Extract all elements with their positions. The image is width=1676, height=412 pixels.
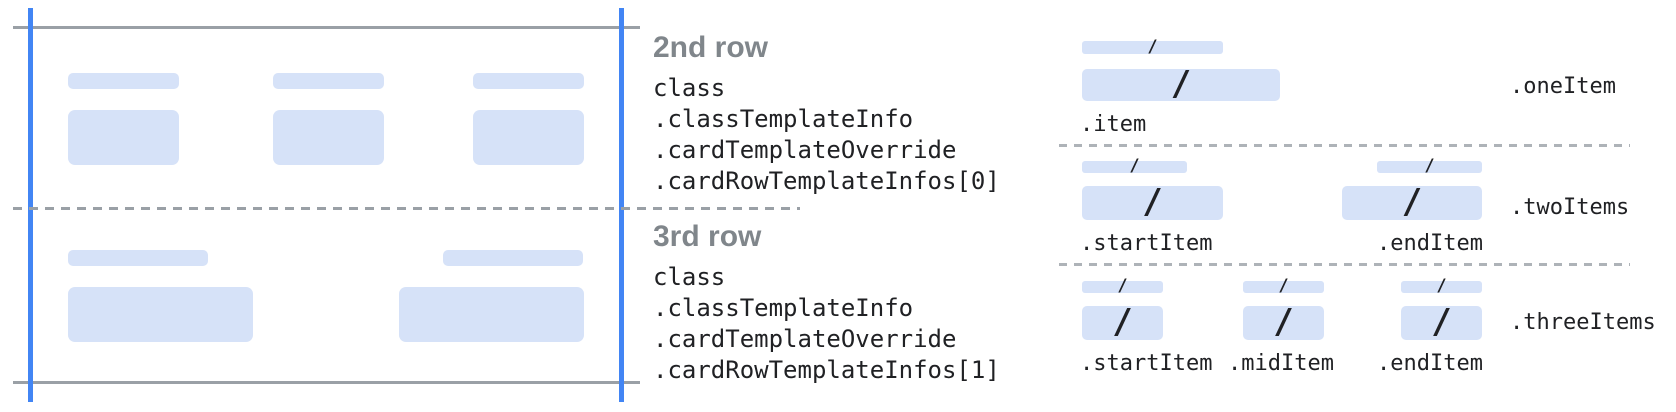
start-item-title-bar: / (1082, 156, 1187, 176)
row2-col3-label-placeholder (473, 73, 584, 89)
row2-col2-label-placeholder (273, 73, 384, 89)
row3-class-path-line: .classTemplateInfo (653, 294, 914, 322)
end-item-field-label: .endItem (1377, 351, 1483, 376)
row2-class-path-line: .cardTemplateOverride (653, 136, 957, 164)
slash-icon: / (1142, 182, 1163, 222)
item-title-bar: / (1082, 37, 1223, 57)
end-item-title-bar: / (1401, 276, 1482, 296)
slash-icon: / (1112, 302, 1133, 342)
layout-divider-dashed-line (1059, 263, 1630, 266)
slash-icon: / (1278, 276, 1289, 296)
card-top-edge-line (13, 26, 640, 29)
row2-col2-value-placeholder (273, 110, 384, 165)
slash-icon: / (1431, 302, 1452, 342)
row3-col1-label-placeholder (68, 250, 208, 266)
row3-col1-value-placeholder (68, 287, 253, 342)
start-item-field-label: .startItem (1080, 351, 1213, 376)
card-right-edge-line (619, 8, 624, 402)
item-field-label: .item (1080, 112, 1147, 137)
mid-item-field-label: .midItem (1228, 351, 1334, 376)
end-item-body-bar: / (1342, 182, 1482, 222)
row2-col1-value-placeholder (68, 110, 179, 165)
three-items-layout-label: .threeItems (1510, 310, 1656, 335)
slash-icon: / (1401, 182, 1423, 222)
row3-class-path-line: .cardTemplateOverride (653, 325, 957, 353)
start-item-title-bar: / (1082, 276, 1163, 296)
slash-icon: / (1436, 276, 1447, 296)
mid-item-body-bar: / (1243, 302, 1324, 342)
one-item-layout-label: .oneItem (1510, 74, 1616, 99)
row2-annotation: 2nd row class .classTemplateInfo .cardTe… (653, 30, 1000, 197)
row3-class-path-line: class (653, 263, 726, 291)
row2-class-path-line: .cardRowTemplateInfos[0] (653, 167, 1000, 195)
row2-col1-label-placeholder (68, 73, 179, 89)
start-item-body-bar: / (1082, 182, 1223, 222)
start-item-field-label: .startItem (1080, 231, 1213, 256)
row2-col3-value-placeholder (473, 110, 584, 165)
row3-heading: 3rd row (653, 220, 762, 253)
row3-class-path-line: .cardRowTemplateInfos[1] (653, 356, 1000, 384)
two-items-layout-label: .twoItems (1510, 195, 1630, 220)
start-item-body-bar: / (1082, 302, 1163, 342)
end-item-field-label: .endItem (1377, 231, 1483, 256)
slash-icon: / (1147, 36, 1158, 57)
mid-item-title-bar: / (1243, 276, 1324, 296)
end-item-title-bar: / (1377, 156, 1482, 176)
row2-heading: 2nd row (653, 31, 769, 64)
slash-icon: / (1117, 276, 1128, 296)
layout-divider-dashed-line (1059, 144, 1630, 147)
card-bottom-edge-line (13, 381, 640, 384)
slash-icon: / (1273, 302, 1294, 342)
row2-class-path-line: class (653, 74, 726, 102)
row2-class-path-line: .classTemplateInfo (653, 105, 914, 133)
end-item-body-bar: / (1401, 302, 1482, 342)
slash-icon: / (1424, 156, 1435, 176)
slash-icon: / (1129, 156, 1140, 176)
card-left-edge-line (28, 8, 33, 402)
item-body-bar: / (1082, 64, 1280, 104)
row-divider-dashed-line (13, 207, 800, 210)
row3-annotation: 3rd row class .classTemplateInfo .cardTe… (653, 219, 1000, 386)
slash-icon: / (1170, 64, 1192, 104)
row3-col2-value-placeholder (399, 287, 584, 342)
row3-col2-label-placeholder (443, 250, 583, 266)
